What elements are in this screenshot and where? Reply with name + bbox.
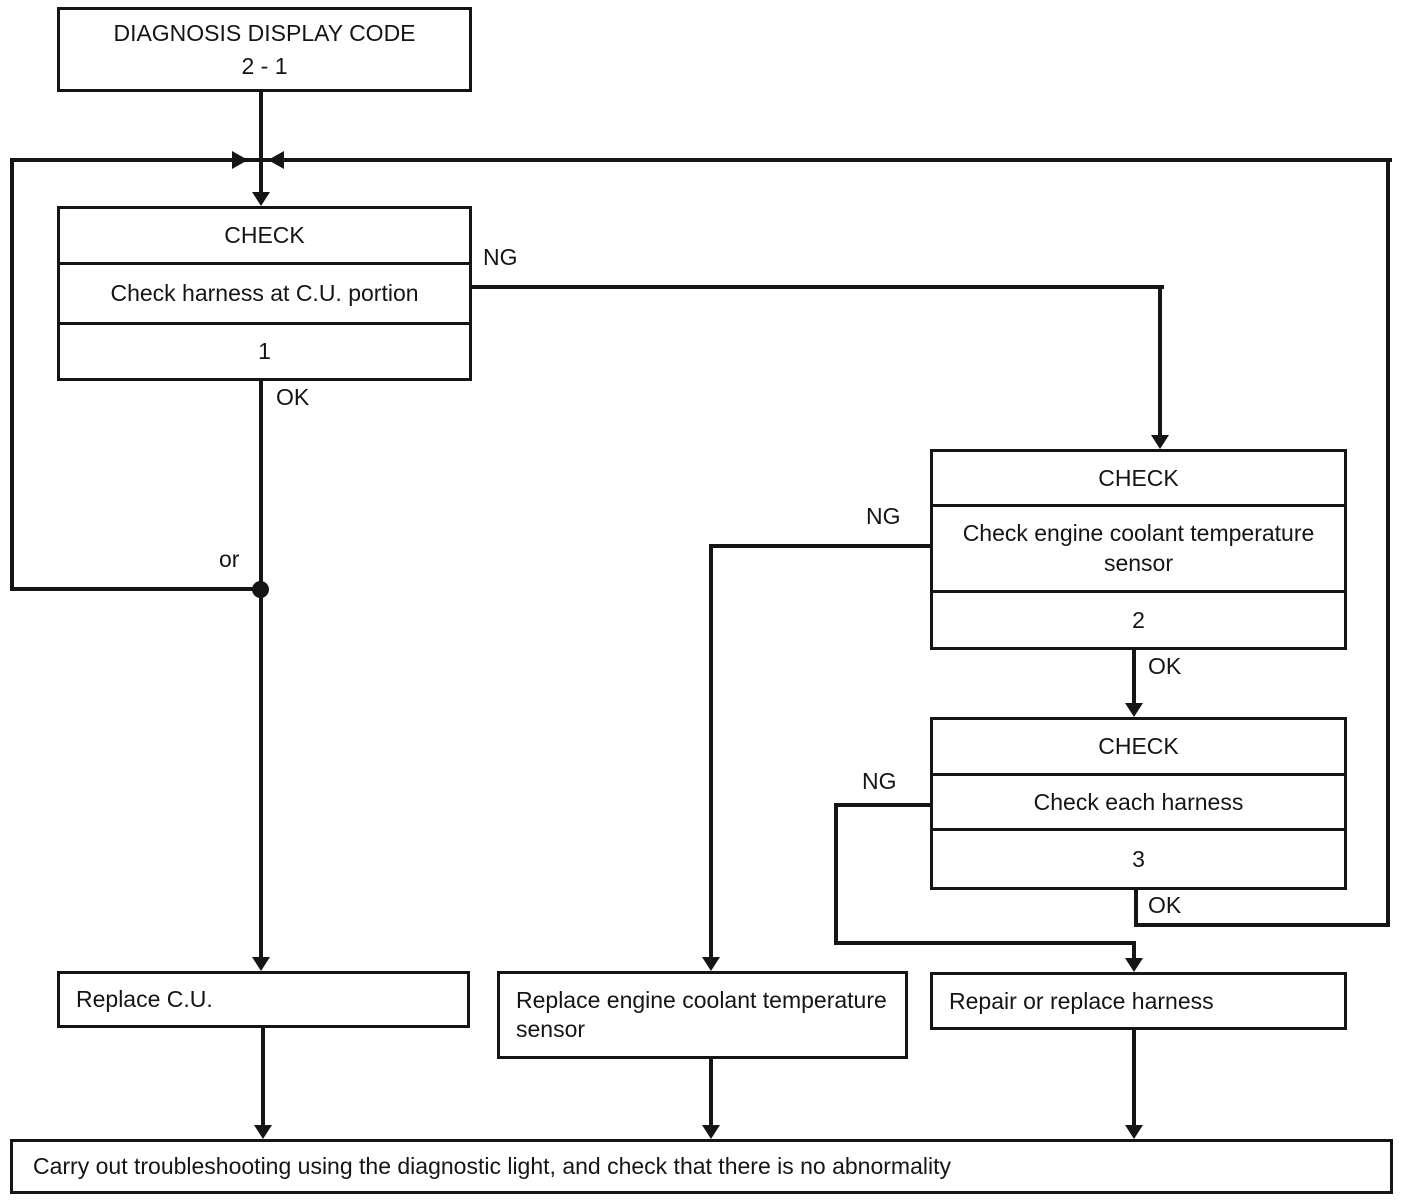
edge-check2-ng-vertical [709,544,713,959]
check3-box: CHECK Check each harness 3 [930,717,1347,890]
arrowhead-footer-right [1125,1125,1143,1139]
check3-header: CHECK [1098,733,1179,759]
arrowhead-converge-left [268,151,284,169]
edge-check1-ok-down [259,379,263,959]
replace-cu-label: Replace C.U. [76,986,213,1013]
arrowhead-footer-left [254,1125,272,1139]
arrowhead-converge-right [232,151,248,169]
check2-step: 2 [933,590,1344,647]
edge-check3-ok-horizontal [1134,923,1390,927]
check1-step: 1 [60,322,469,378]
arrowhead-into-check3 [1125,703,1143,717]
edge-check2-ng-horizontal [711,544,932,548]
arrowhead-into-check2 [1151,435,1169,449]
replace-sensor-label: Replace engine coolant temperature senso… [516,987,887,1042]
arrowhead-into-replace-sensor [702,957,720,971]
edge-check3-ng-horizontal2 [834,941,1136,945]
label-check1-ok: OK [276,384,310,410]
label-or: or [219,546,240,572]
label-check1-ng: NG [483,244,518,270]
arrowhead-into-repair-harness [1125,958,1143,972]
check1-box: CHECK Check harness at C.U. portion 1 [57,206,472,381]
diagnosis-code: 2 - 1 [241,52,288,79]
label-check2-ok: OK [1148,653,1182,679]
check2-description: Check engine coolant temperature sensor [933,504,1344,590]
edge-left-or-branch-vertical [10,158,14,591]
repair-harness-label: Repair or replace harness [949,987,1214,1014]
edge-replace-cu-to-footer [261,1027,265,1127]
edge-check3-ng-vertical [834,803,838,945]
edge-right-return-vertical [1386,158,1390,927]
label-check2-ng: NG [866,503,901,529]
check1-header: CHECK [224,222,305,248]
replace-cu-box: Replace C.U. [57,971,470,1028]
replace-sensor-box: Replace engine coolant temperature senso… [497,971,908,1059]
edge-top-return-line [10,158,1392,162]
footer-instruction-text: Carry out troubleshooting using the diag… [33,1153,951,1180]
label-check3-ok: OK [1148,892,1182,918]
check3-step: 3 [933,828,1344,887]
arrowhead-footer-middle [702,1125,720,1139]
edge-check3-ok-down [1134,889,1138,927]
edge-check3-ng-horizontal1 [834,803,932,807]
edge-check1-ng-vertical [1158,285,1162,437]
edge-left-or-branch-horizontal [10,587,263,591]
check1-description: Check harness at C.U. portion [60,262,469,322]
arrowhead-into-check1 [252,192,270,206]
check3-description: Check each harness [933,773,1344,828]
edge-diagnosis-to-check1 [259,92,263,194]
edge-repair-harness-to-footer [1132,1028,1136,1127]
diagnosis-title: DIAGNOSIS DISPLAY CODE [113,19,416,46]
check2-box: CHECK Check engine coolant temperature s… [930,449,1347,650]
check2-header: CHECK [1098,464,1179,491]
edge-check3-ng-drop [1132,941,1136,960]
arrowhead-into-replace-cu [252,957,270,971]
repair-harness-box: Repair or replace harness [930,972,1347,1030]
footer-instruction-bar: Carry out troubleshooting using the diag… [10,1139,1393,1194]
label-check3-ng: NG [862,768,897,794]
diagnosis-code-box: DIAGNOSIS DISPLAY CODE 2 - 1 [57,7,472,92]
edge-check1-ng-horizontal [470,285,1164,289]
edge-check2-ok-down [1132,649,1136,705]
edge-replace-sensor-to-footer [709,1058,713,1127]
